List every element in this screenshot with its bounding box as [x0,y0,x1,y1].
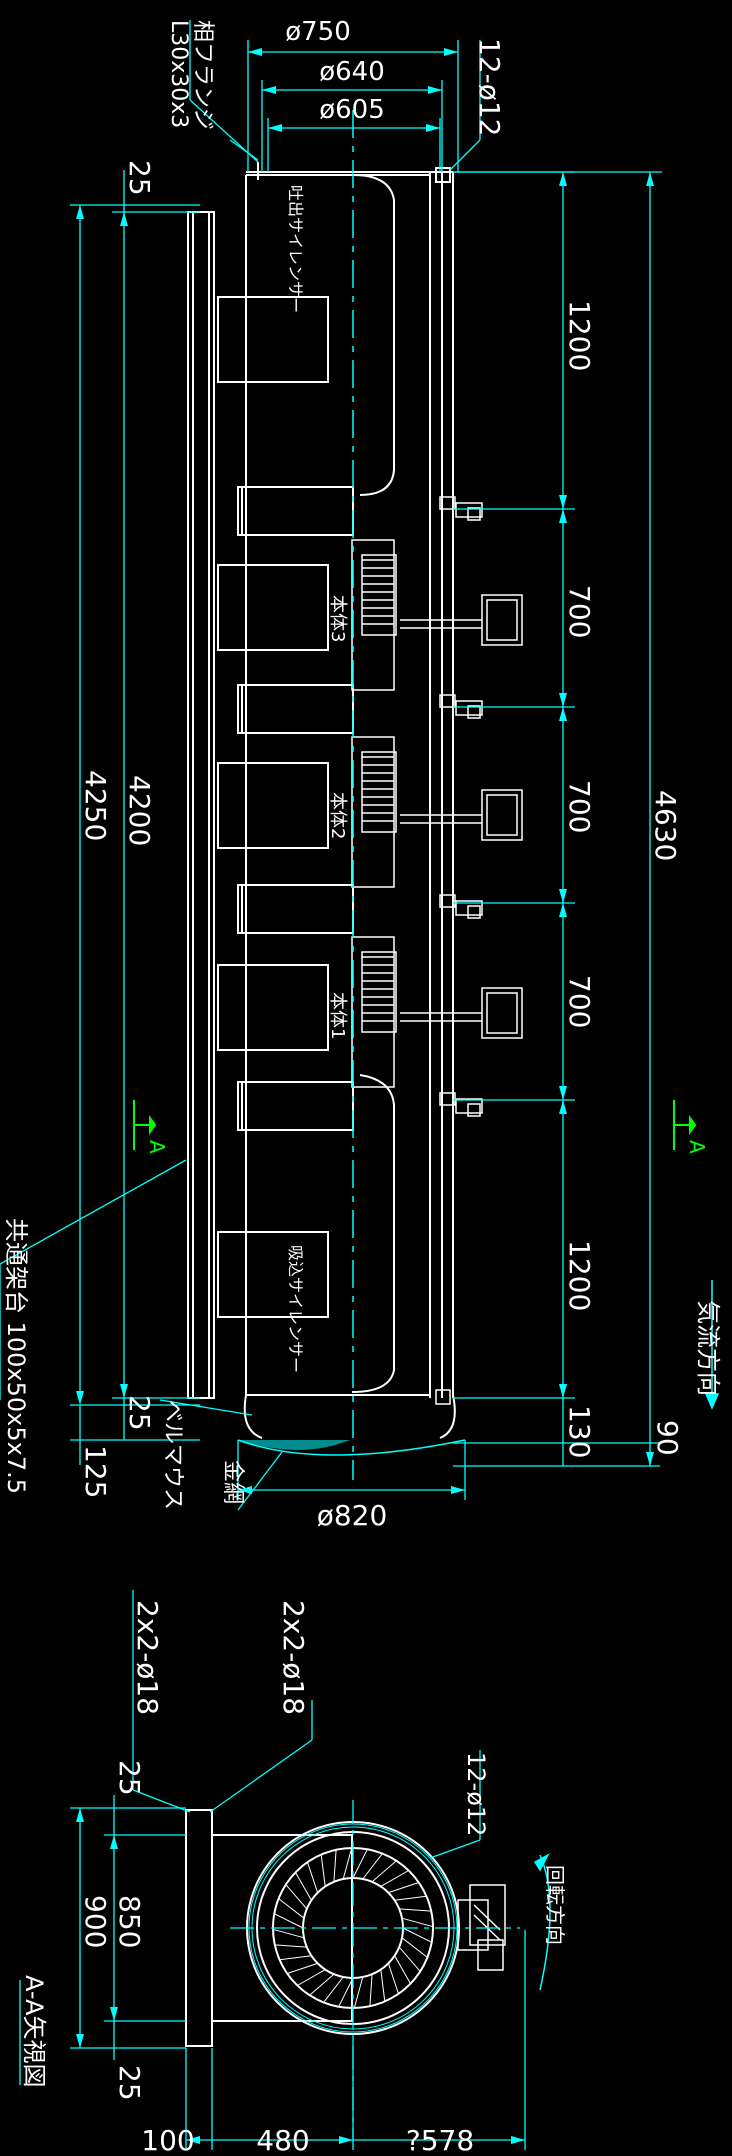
airflow-arrow [704,1280,720,1410]
label-wire-mesh: 金網 [220,1460,245,1504]
dim-d640: ø640 [319,57,385,87]
fan-blade [394,1895,427,1901]
section-arrows [76,1808,525,2144]
junction-boxes [400,594,523,1039]
dim-holes-b: 2x2-ø18 [277,1600,310,1715]
label-bellmouth: ベルマウス [160,1400,185,1510]
dim-25-bottom: 25 [123,1395,156,1431]
fan-blade [369,1974,373,2007]
section-blades [272,1847,434,2009]
fan-blade [287,1962,318,1974]
dim-125: 125 [79,1445,112,1498]
dimension-arrows [76,48,654,1494]
dim-d750: ø750 [285,17,351,47]
fan-blade [323,1976,344,2003]
label-discharge-silencer: 吐出サイレンサー [286,185,305,313]
fan-blade [274,1913,304,1929]
dim-4200: 4200 [123,775,156,846]
fan-blade [398,1946,421,1972]
dim-1200-top: 1200 [563,300,596,371]
fan-blade [362,1853,383,1880]
fan-blade [401,1937,428,1958]
fan-blade [401,1917,434,1928]
fan-blade [285,1884,308,1910]
fan-blade [307,1862,319,1893]
section-centerlines [230,1800,520,2140]
label-flange-size: L30x30x3 [166,20,191,128]
fan-blade [272,1928,305,1939]
fan-blade [387,1963,399,1994]
dim-4630: 4630 [649,790,682,861]
fan-blade [333,1849,337,1882]
fan-blade [278,1898,305,1919]
dim-holes-a: 2x2-ø18 [131,1600,164,1715]
label-body1: 本体1 [327,992,348,1039]
dim-bolts-top: 12-ø12 [473,38,506,137]
joint-bolts [435,496,483,1405]
label-base-frame: 共通架台 100x50x5x7.5 [2,1218,30,1494]
bellmouth [237,1394,466,1456]
fan-bodies [351,539,397,1088]
dim-100: 100 [141,2124,194,2156]
fan-blade [295,1872,312,1901]
top-flange [246,162,453,183]
base-frame-channel [187,211,215,1399]
label-body2: 本体2 [327,792,348,839]
label-intake-silencer: 吸込サイレンサー [286,1245,305,1373]
fan-blade [402,1927,432,1943]
fan-blade [274,1944,307,1948]
dim-130: 130 [563,1405,596,1458]
section-marker-left [133,1100,157,1150]
fan-blade [380,1969,386,2002]
label-body3: 本体3 [327,595,348,642]
section-marker-right-label: A [685,1140,709,1154]
fan-blade [279,1955,312,1961]
fan-blade [371,1860,397,1883]
main-duct-outline [245,172,454,1398]
support-pads [217,296,354,1318]
label-flange: 相フランジ [190,20,215,130]
fan-blade [309,1973,335,1996]
dim-850: 850 [113,1895,146,1948]
section-marker-right [673,1100,697,1150]
label-airflow: 気流方向 [694,1300,722,1396]
dim-4250: 4250 [79,770,112,841]
fan-blade [338,1977,354,2007]
section-dimensions [19,1590,526,2150]
dim-578: ?578 [406,2124,474,2156]
label-section-title: A-A矢視図 [20,1975,48,2087]
dim-900: 900 [79,1895,112,1948]
fan-blade [353,1976,364,2009]
fan-blade [399,1908,432,1912]
dim-25-sec-top: 25 [113,1760,146,1796]
section-marker-left-label: A [145,1140,169,1154]
dim-700-c: 700 [563,975,596,1028]
fan-blade [388,1882,419,1894]
dim-d605: ø605 [319,95,385,125]
fan-blade [342,1847,353,1880]
fan-blade [394,1955,411,1984]
dim-25-sec-bottom: 25 [113,2065,146,2101]
fan-blade [320,1854,326,1887]
fan-blade [380,1870,409,1887]
section-motor [457,1884,506,1971]
dim-d820: ø820 [317,1499,388,1532]
dim-1200-bottom: 1200 [563,1240,596,1311]
dim-700-a: 700 [563,585,596,638]
dim-90: 90 [651,1420,684,1456]
fan-blade [297,1969,326,1986]
dim-480: 480 [256,2124,309,2156]
fan-blade [352,1849,368,1879]
dim-bolts-section: 12-ø12 [462,1752,490,1836]
rotation-arrow [533,1853,551,1991]
dim-700-b: 700 [563,780,596,833]
label-rotation: 回転方向 [543,1865,567,1945]
dim-25-top: 25 [123,160,156,196]
